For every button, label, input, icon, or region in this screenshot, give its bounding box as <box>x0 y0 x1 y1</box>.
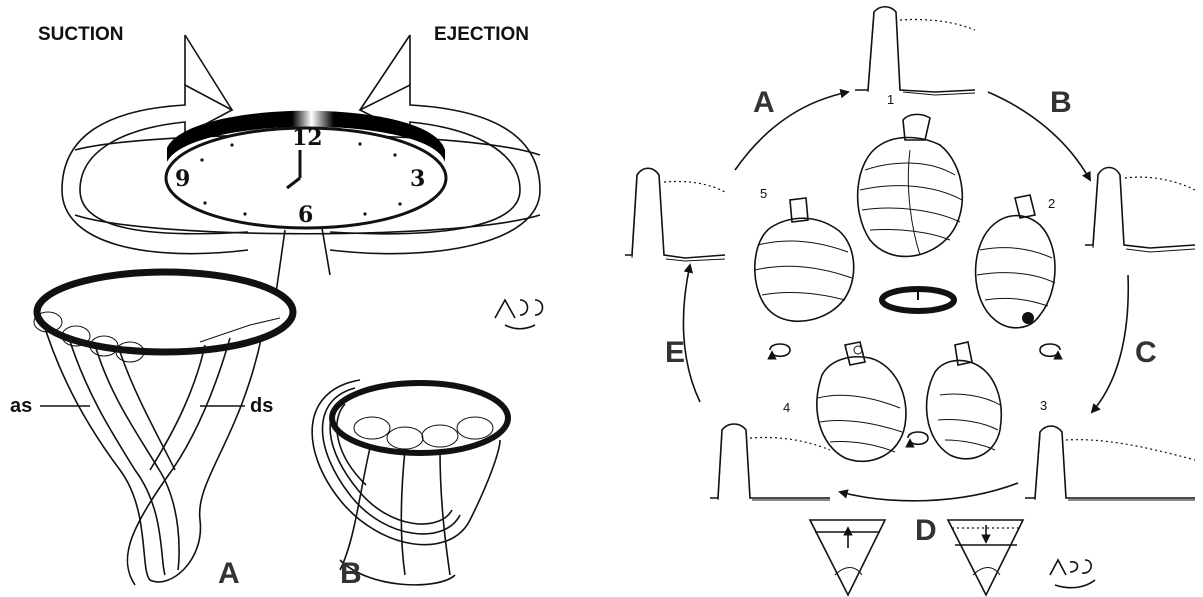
central-clock-icon <box>882 289 954 311</box>
as-label: as <box>10 395 32 417</box>
arrow-d <box>840 483 1018 501</box>
ventricle-schematic-left <box>810 520 885 595</box>
ventricle-schematic-right <box>948 520 1023 595</box>
arrow-label-b: B <box>1050 86 1072 119</box>
arrow-label-a: A <box>753 86 775 119</box>
stage-number-2: 2 <box>1048 196 1055 211</box>
left-panel: SUCTION EJECTION 12 3 6 9 <box>10 24 543 590</box>
clock-number-12: 12 <box>292 125 323 151</box>
band-stem-right <box>322 228 330 275</box>
heart-stage-3 <box>927 342 1002 459</box>
ejection-label: EJECTION <box>434 24 529 45</box>
rotation-icon-left <box>770 344 790 356</box>
stage-number-3: 3 <box>1040 398 1047 413</box>
author-signature-right <box>1050 560 1095 588</box>
arrow-e <box>683 265 700 402</box>
pressure-trace-1 <box>855 7 975 95</box>
stage-number-4: 4 <box>783 400 790 415</box>
clock-number-3: 3 <box>410 166 425 192</box>
heart-stage-1 <box>858 114 963 256</box>
pressure-trace-4 <box>710 424 830 500</box>
arrow-a <box>735 92 848 170</box>
stage-number-1: 1 <box>887 92 894 107</box>
pressure-trace-5 <box>625 168 725 261</box>
arrow-label-c: C <box>1135 336 1157 369</box>
clock-number-6: 6 <box>298 202 313 228</box>
ds-label: ds <box>250 395 273 417</box>
arrow-c <box>1092 275 1128 412</box>
heart-stage-4 <box>817 342 906 461</box>
pressure-trace-3 <box>1025 426 1195 500</box>
arrow-label-e: E <box>665 336 685 369</box>
panel-a-label: A <box>218 557 240 590</box>
helical-band-figure-a <box>34 272 293 585</box>
right-panel: A B C D E 1 <box>625 7 1195 595</box>
pressure-trace-2 <box>1085 168 1195 253</box>
author-signature-left <box>495 300 543 329</box>
arrow-b <box>988 92 1090 180</box>
rotation-icon-bottom <box>908 432 928 444</box>
stage-number-5: 5 <box>760 186 767 201</box>
arrow-label-d: D <box>915 514 937 547</box>
heart-stage-2 <box>976 195 1055 328</box>
clock: 12 3 6 9 <box>166 111 446 228</box>
clock-number-9: 9 <box>175 166 190 192</box>
panel-b-label: B <box>340 557 362 590</box>
rotation-icon-right <box>1040 344 1060 356</box>
heart-stage-5 <box>755 198 854 321</box>
suction-label: SUCTION <box>38 24 124 45</box>
helical-band-figure-b <box>312 380 508 585</box>
